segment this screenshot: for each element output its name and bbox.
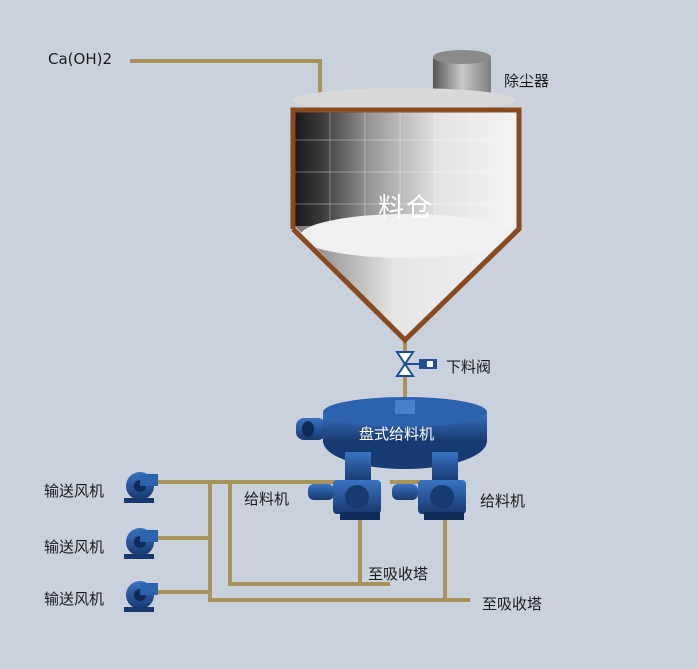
chemical-input-label: Ca(OH)2 bbox=[48, 50, 112, 68]
dust-collector-label: 除尘器 bbox=[504, 72, 550, 90]
blower-2-graphic bbox=[124, 528, 158, 559]
blower-3-label: 输送风机 bbox=[44, 590, 105, 608]
blower-1-graphic bbox=[124, 472, 158, 503]
blower-2-label: 输送风机 bbox=[44, 538, 105, 556]
disc-feeder-label: 盘式给料机 bbox=[359, 425, 435, 443]
blower-1-label: 输送风机 bbox=[44, 482, 105, 500]
rotary-feeder-right-graphic bbox=[392, 480, 466, 520]
discharge-valve-graphic bbox=[395, 351, 437, 377]
feeder-left-label: 给料机 bbox=[244, 490, 290, 508]
feeder-right-label: 给料机 bbox=[480, 492, 526, 510]
blower-3-graphic bbox=[124, 581, 158, 612]
to-tower-2-label: 至吸收塔 bbox=[482, 595, 543, 613]
to-tower-1-label: 至吸收塔 bbox=[368, 565, 429, 583]
rotary-feeder-left-graphic bbox=[308, 480, 381, 520]
pipe-caoh2-feed bbox=[130, 59, 322, 112]
silo-graphic bbox=[290, 88, 522, 344]
pipe-blower1 bbox=[155, 480, 390, 586]
feeder-supports bbox=[345, 452, 458, 482]
silo-label: 料仓 bbox=[378, 193, 435, 223]
discharge-valve-label: 下料阀 bbox=[446, 358, 492, 376]
pipe-collector bbox=[208, 482, 470, 602]
